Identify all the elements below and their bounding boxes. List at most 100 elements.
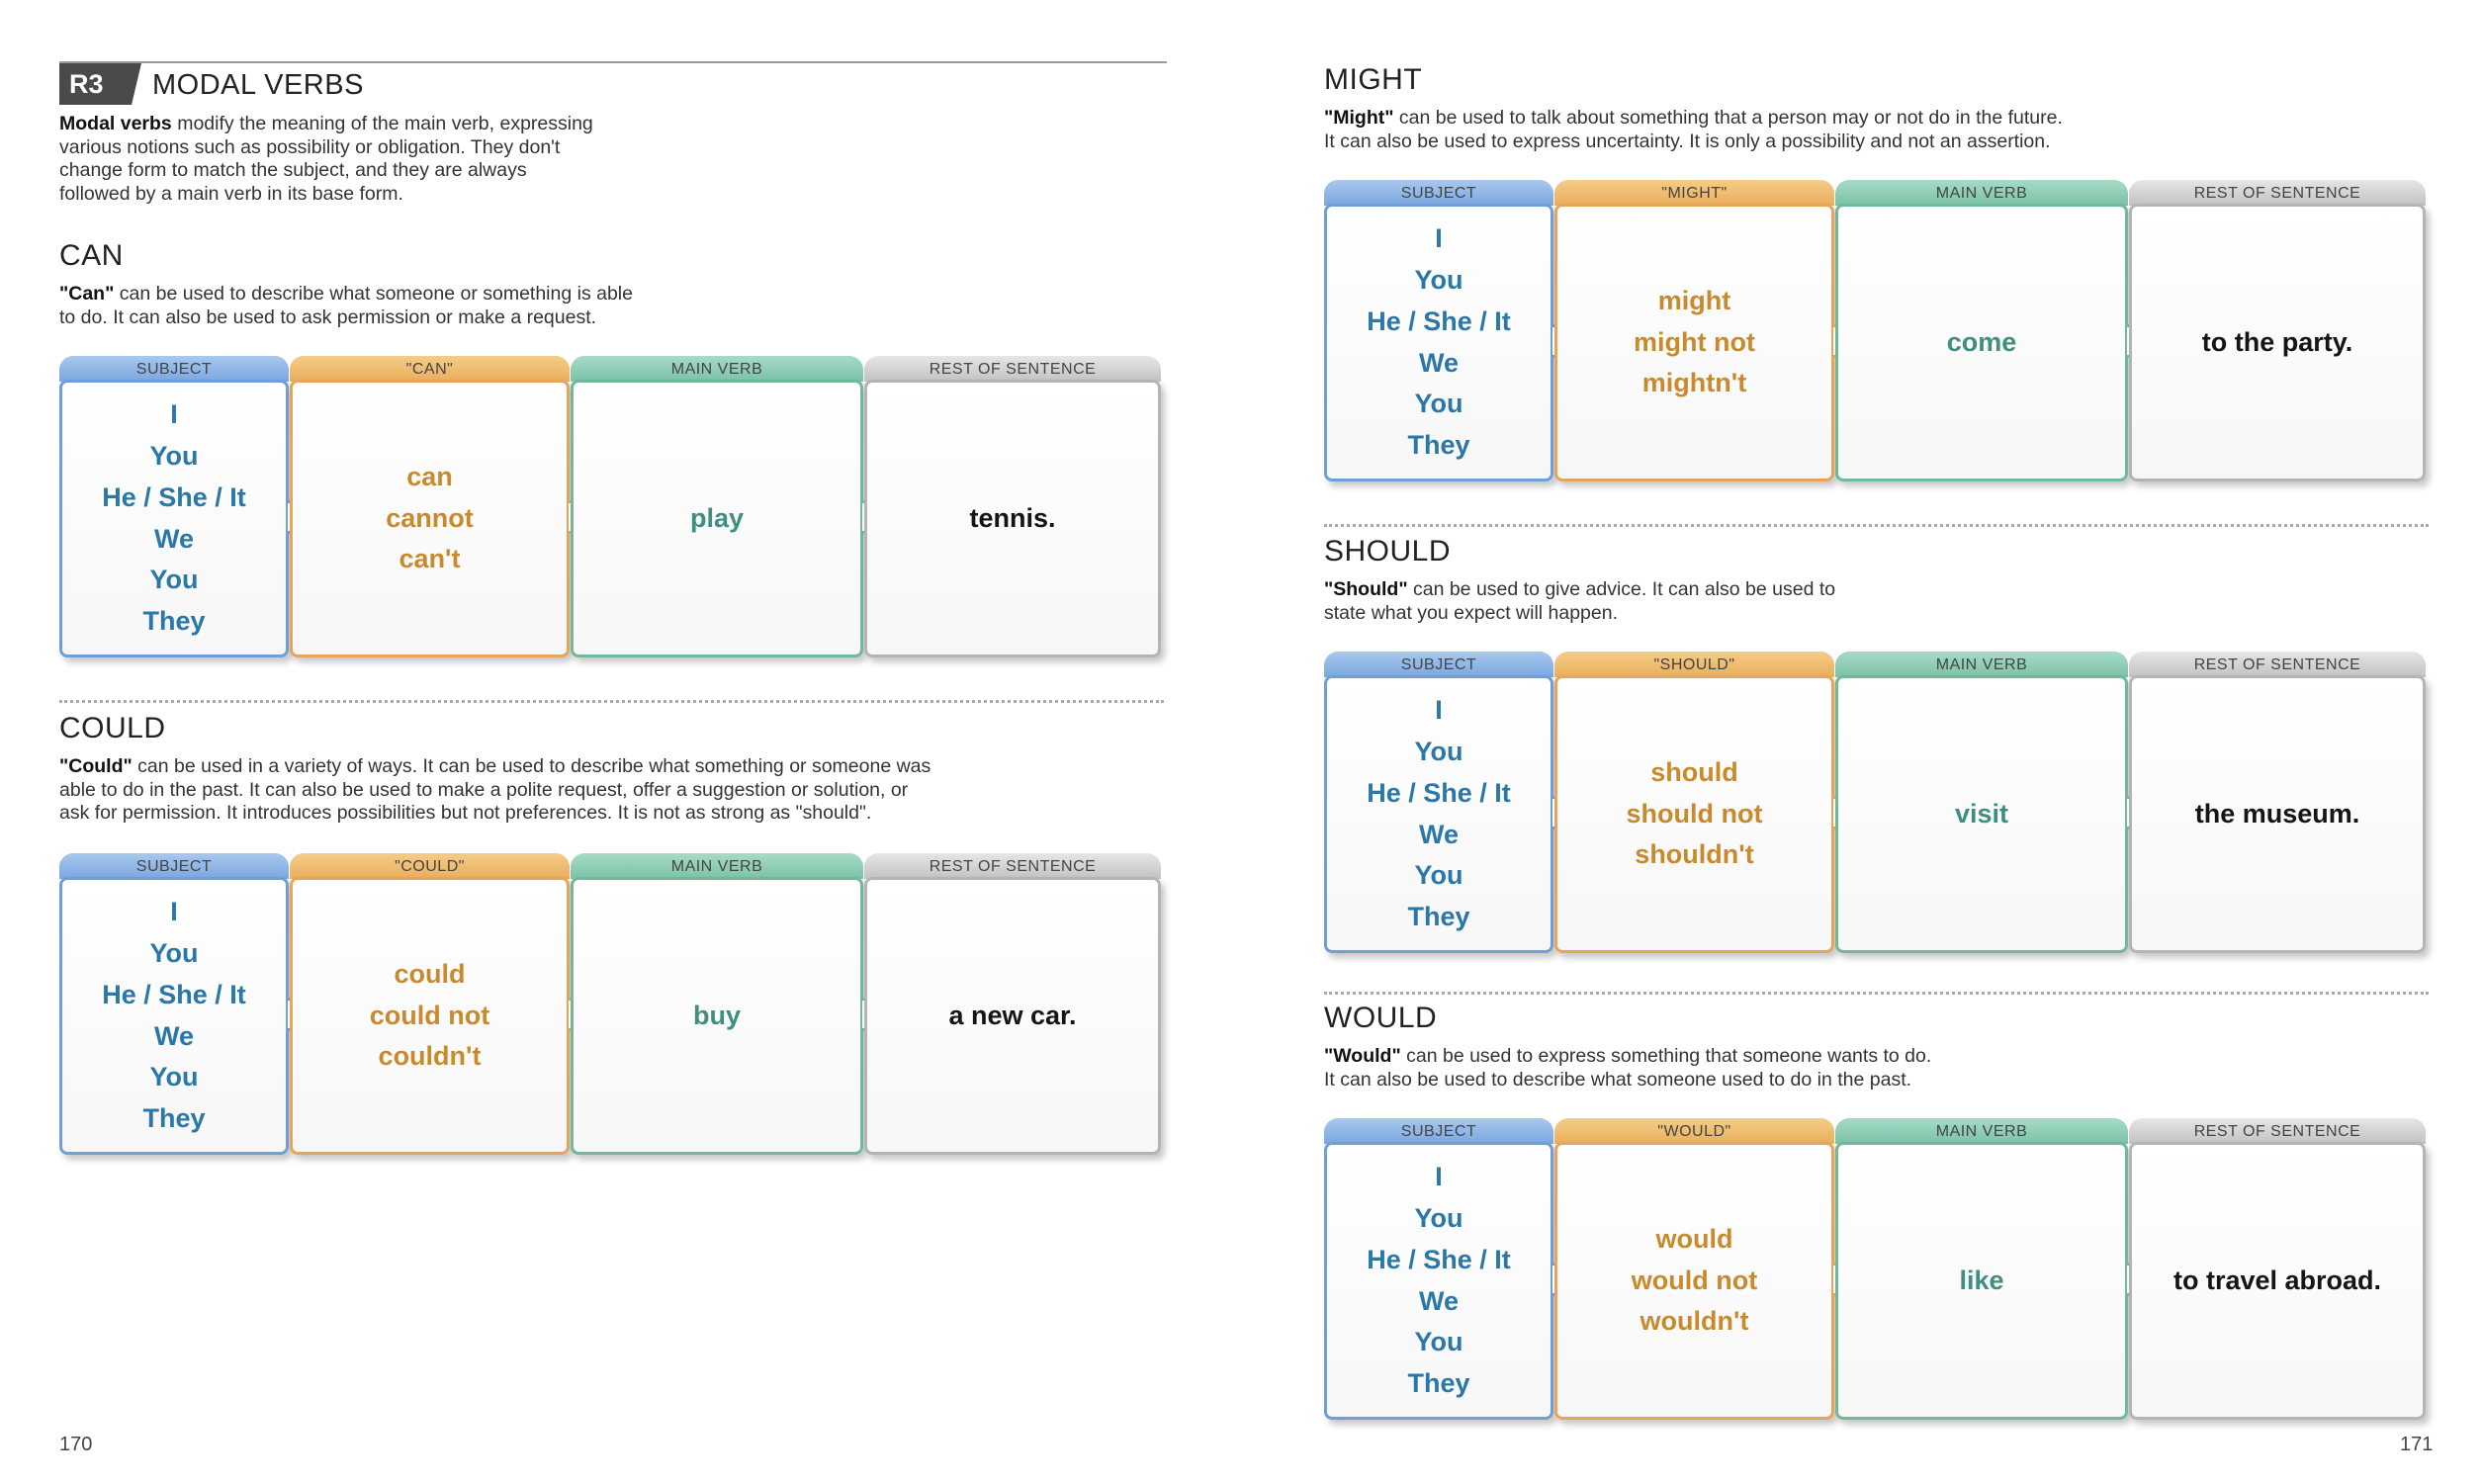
modal-form: might not	[1634, 326, 1755, 357]
subject-item: You	[1414, 860, 1463, 891]
desc-line: ask for permission. It introduces possib…	[59, 802, 872, 824]
subject-item: They	[1407, 429, 1470, 460]
rest-of-sentence: to travel abroad.	[2172, 1265, 2382, 1295]
rest-of-sentence: a new car.	[948, 1000, 1077, 1030]
main-verb-column-content: visit	[1835, 675, 2128, 953]
subject-item: We	[1418, 347, 1459, 378]
modal-form: can	[406, 461, 453, 491]
section-title-can: CAN	[59, 239, 124, 272]
desc-line: It can also be used to express uncertain…	[1324, 130, 2051, 152]
subject-item: I	[1435, 223, 1443, 254]
desc-line: can be used to talk about something that…	[1393, 107, 2063, 129]
section-desc-could: "Could" can be used in a variety of ways…	[59, 755, 1048, 826]
main-verb-column-content: like	[1835, 1142, 2128, 1420]
rest-of-sentence: to the party.	[2201, 326, 2353, 357]
desc-line: state what you expect will happen.	[1324, 601, 1619, 624]
modal-column-header: "WOULD"	[1554, 1118, 1834, 1144]
subject-item: We	[153, 1020, 194, 1051]
desc-line: It can also be used to describe what som…	[1324, 1068, 1912, 1091]
modal-form: can't	[399, 544, 461, 574]
rest-column: REST OF SENTENCE a new car.	[864, 853, 1161, 1155]
intro-text: Modal verbs modify the meaning of the ma…	[59, 113, 672, 206]
desc-line: able to do in the past. It can also be u…	[59, 778, 909, 801]
subject-item: I	[170, 897, 178, 927]
header-rule	[59, 61, 1167, 63]
rest-column: REST OF SENTENCE tennis.	[864, 356, 1161, 657]
right-page: MIGHT "Might" can be used to talk about …	[1241, 0, 2482, 1484]
modal-form: wouldn't	[1640, 1306, 1749, 1337]
modal-form: would	[1655, 1223, 1733, 1254]
subject-item: You	[149, 938, 199, 969]
rest-column-header: REST OF SENTENCE	[2129, 180, 2426, 206]
modal-column-header: "SHOULD"	[1554, 652, 1834, 677]
subject-column-card	[59, 877, 289, 1155]
desc-lead: "Might"	[1324, 107, 1394, 129]
rest-column-content: to the party.	[2129, 204, 2426, 481]
dotted-divider	[1324, 992, 2429, 995]
modal-column-card	[1554, 675, 1834, 953]
modal-column-header: "COULD"	[290, 853, 570, 879]
rest-column-card	[2129, 204, 2426, 481]
modal-form: could	[394, 958, 466, 989]
subject-item: We	[153, 523, 194, 554]
subject-item: They	[142, 1102, 206, 1133]
rest-column-header: REST OF SENTENCE	[2129, 1118, 2426, 1144]
rest-column-header: REST OF SENTENCE	[2129, 652, 2426, 677]
subject-column-card	[1324, 204, 1553, 481]
section-title-might: MIGHT	[1324, 63, 1423, 96]
main-verb-column-content: come	[1835, 204, 2128, 481]
subject-column-header: SUBJECT	[1324, 1118, 1553, 1144]
desc-line: can be used to express something that so…	[1400, 1045, 1932, 1067]
subject-column-card	[1324, 675, 1553, 953]
rest-column-content: a new car.	[864, 877, 1161, 1155]
main-verb-column-card	[1835, 1142, 2128, 1420]
subject-item: I	[1435, 1162, 1443, 1192]
rest-column-card	[864, 877, 1161, 1155]
main-verb-column-header: MAIN VERB	[571, 356, 863, 382]
modal-form: shouldn't	[1635, 839, 1754, 870]
section-desc-can: "Can" can be used to describe what someo…	[59, 283, 752, 329]
subject-item: You	[149, 1062, 199, 1092]
main-verb-column-card	[571, 380, 863, 657]
main-verb: like	[1959, 1265, 2004, 1295]
modal-column-card	[1554, 204, 1834, 481]
main-verb: come	[1946, 326, 2017, 357]
subject-item: They	[142, 605, 206, 636]
main-verb-column-card	[571, 877, 863, 1155]
subject-item: He / She / It	[102, 979, 246, 1009]
subject-item: He / She / It	[1367, 306, 1511, 336]
subject-item: You	[149, 441, 199, 472]
main-verb-column-card	[1835, 675, 2128, 953]
subject-column-card	[1324, 1142, 1553, 1420]
rest-of-sentence: the museum.	[2194, 798, 2360, 829]
subject-item: They	[1407, 1367, 1470, 1398]
rest-column: REST OF SENTENCE to travel abroad.	[2129, 1118, 2426, 1420]
rest-of-sentence: tennis.	[969, 502, 1056, 533]
rest-column-header: REST OF SENTENCE	[864, 356, 1161, 382]
modal-form: couldn't	[378, 1041, 482, 1072]
rest-column-header: REST OF SENTENCE	[864, 853, 1161, 879]
subject-item: You	[1414, 737, 1463, 767]
modal-column-header: "CAN"	[290, 356, 570, 382]
desc-line: can be used in a variety of ways. It can…	[132, 755, 931, 777]
dotted-divider	[59, 700, 1164, 703]
